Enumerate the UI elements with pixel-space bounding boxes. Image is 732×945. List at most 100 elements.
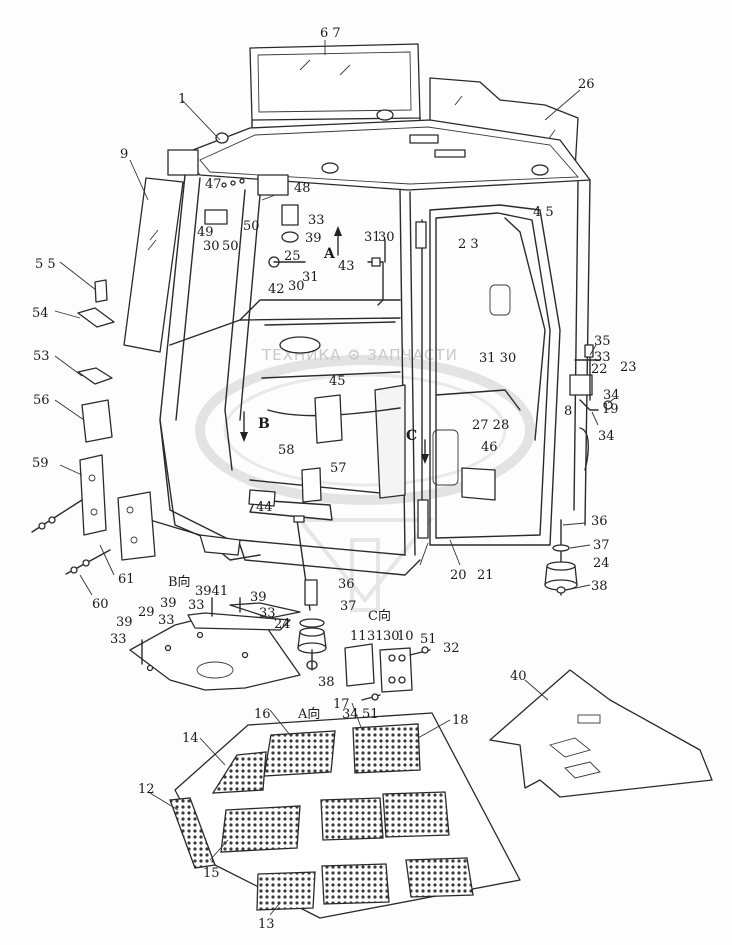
- callout-22: 22: [591, 362, 608, 377]
- callout-18: 18: [452, 713, 469, 728]
- rear-window-frame: [249, 43, 421, 133]
- callout-48: 48: [294, 181, 311, 196]
- callout-59: 59: [32, 456, 49, 471]
- callout-38-a: 38: [591, 579, 608, 594]
- callout-36-b: 36: [338, 577, 355, 592]
- callout-10: 10: [397, 629, 414, 644]
- left-window-glass: [123, 177, 184, 353]
- callout-51-b: 51: [362, 707, 379, 722]
- callout-33-a: 33: [308, 213, 325, 228]
- callout-49: 49: [197, 225, 214, 240]
- upper-hardware: [204, 178, 386, 306]
- callout-39-41: 3941: [195, 584, 228, 599]
- callout-55: 5 5: [35, 257, 56, 272]
- callout-29: 29: [138, 605, 155, 620]
- watermark-emblem: [195, 355, 535, 612]
- callout-26: 26: [578, 77, 595, 92]
- callout-24-a: 24: [593, 556, 610, 571]
- callout-30-a: 30: [203, 239, 220, 254]
- callout-61: 61: [118, 572, 135, 587]
- callout-1: 1: [178, 92, 186, 107]
- callout-31-30: 31 30: [479, 351, 516, 366]
- callout-30-b: 30: [288, 279, 305, 294]
- callout-53: 53: [33, 349, 50, 364]
- leader-lines: [129, 40, 616, 916]
- callout-labels: 6 7 1 26 9 47 48 49 50 30 50 33 39 25 31…: [32, 26, 637, 932]
- callout-4-5: 4 5: [533, 205, 554, 220]
- callout-38-b: 38: [318, 675, 335, 690]
- callout-44: 44: [256, 500, 273, 515]
- view-label-b: B: [258, 416, 270, 432]
- callout-39-a: 39: [305, 231, 322, 246]
- callout-15: 15: [203, 866, 220, 881]
- view-arrows: [240, 226, 429, 464]
- callout-8: 8: [564, 404, 572, 419]
- callout-47: 47: [205, 177, 222, 192]
- left-small-plates: [54, 261, 115, 443]
- callout-24-b: 24: [274, 617, 291, 632]
- callout-31-a: 31: [302, 270, 319, 285]
- view-label-c: C: [406, 428, 417, 444]
- callout-37-b: 37: [340, 599, 357, 614]
- callout-50: 50: [243, 219, 260, 234]
- callout-12: 12: [138, 782, 155, 797]
- callout-36-a: 36: [591, 514, 608, 529]
- right-hinge-assembly: [569, 344, 613, 471]
- callout-19: 19: [602, 402, 619, 417]
- view-label-a: A: [323, 246, 336, 262]
- callout-33-c: 33: [188, 598, 205, 613]
- callout-43: 43: [338, 259, 355, 274]
- callout-33-e: 33: [158, 613, 175, 628]
- view-title-c: C向: [368, 608, 391, 624]
- callout-34-a: 34: [603, 388, 620, 403]
- callout-21: 21: [477, 568, 494, 583]
- callout-42: 42: [268, 282, 285, 297]
- floor-panel-40: [489, 669, 713, 798]
- callout-34-c: 34: [342, 707, 359, 722]
- callout-32: 32: [443, 641, 460, 656]
- callout-45: 45: [329, 374, 346, 389]
- callout-39-c: 39: [250, 590, 267, 605]
- callout-27-28: 27 28: [472, 418, 509, 433]
- cab-body-frame: [149, 174, 591, 576]
- callout-51-a: 51: [420, 632, 437, 647]
- b-view-plate: [129, 597, 301, 691]
- callout-33-f: 33: [110, 632, 127, 647]
- a-view-floor-plate: [169, 712, 521, 919]
- view-title-a: A向: [297, 706, 320, 722]
- callout-14: 14: [182, 731, 199, 746]
- callout-33-b: 33: [594, 350, 611, 365]
- callout-23: 23: [620, 360, 637, 375]
- cab-roof: [167, 109, 591, 196]
- callout-54: 54: [32, 306, 49, 321]
- c-view-hinge: [344, 643, 431, 701]
- callout-6-7: 6 7: [320, 26, 341, 41]
- callout-13: 13: [258, 917, 275, 932]
- callout-39-d: 39: [116, 615, 133, 630]
- callout-9: 9: [120, 147, 128, 162]
- callout-25: 25: [284, 249, 301, 264]
- callout-30-d: 30: [383, 629, 400, 644]
- right-mount-stack: [544, 519, 578, 596]
- callout-50-b: 50: [222, 239, 239, 254]
- callout-60: 60: [92, 597, 109, 612]
- view-title-b: B向: [168, 574, 191, 590]
- callout-16: 16: [254, 707, 271, 722]
- callout-31-b: 31: [364, 230, 381, 245]
- callout-40: 40: [510, 669, 527, 684]
- callout-34-b: 34: [598, 429, 615, 444]
- callout-20: 20: [450, 568, 467, 583]
- callout-2-3: 2 3: [458, 237, 479, 252]
- callout-56: 56: [33, 393, 50, 408]
- center-mount-stack: [293, 515, 327, 671]
- callout-46: 46: [481, 440, 498, 455]
- callout-30-c: 30: [378, 230, 395, 245]
- callout-57: 57: [330, 461, 347, 476]
- callout-58: 58: [278, 443, 295, 458]
- callout-31-c: 31: [367, 629, 384, 644]
- callout-17: 17: [333, 697, 350, 712]
- callout-33-d: 33: [259, 606, 276, 621]
- callout-37-a: 37: [593, 538, 610, 553]
- callout-39-b: 39: [160, 596, 177, 611]
